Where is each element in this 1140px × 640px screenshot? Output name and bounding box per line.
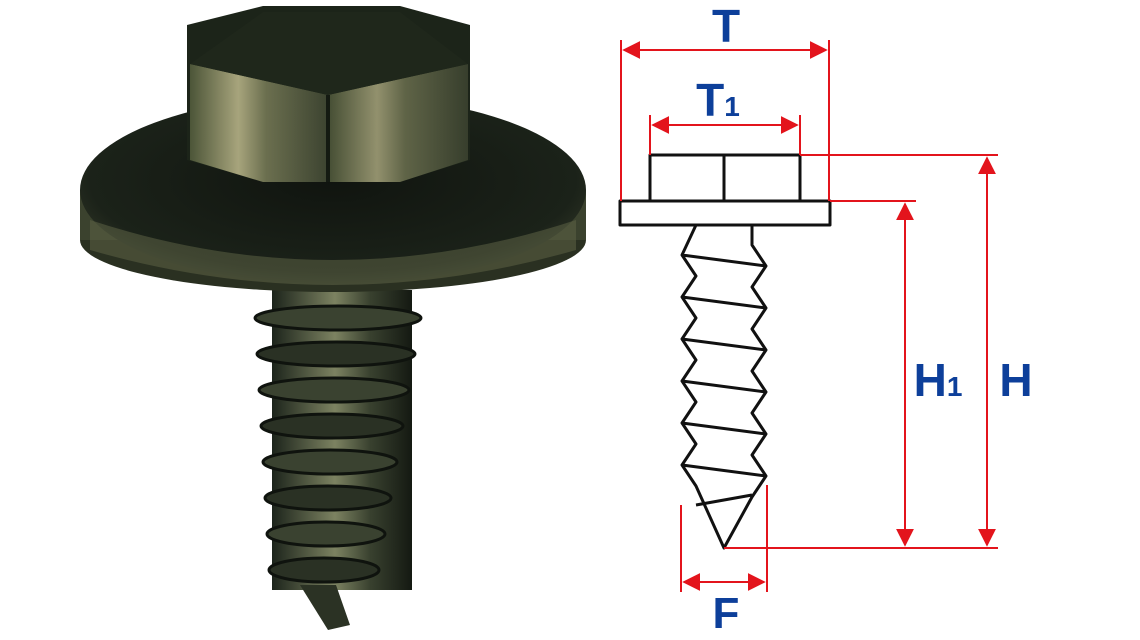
label-t1: T1 — [696, 74, 740, 126]
outline-flange — [618, 199, 832, 227]
photo-thread-ring — [253, 304, 423, 332]
outline-threaded-shank — [680, 223, 768, 550]
screw-photo — [80, 6, 586, 630]
photo-hex-head — [187, 6, 470, 182]
label-h1: H1 — [914, 354, 963, 406]
photo-thread-ring — [263, 484, 393, 512]
label-t: T — [712, 0, 740, 52]
photo-thread-ring — [257, 376, 411, 404]
screw-outline-drawing — [618, 153, 832, 550]
photo-thread-ring — [265, 520, 387, 548]
photo-threads — [253, 304, 423, 584]
dimension-lines — [620, 40, 998, 592]
photo-shank — [253, 290, 423, 630]
photo-thread-ring — [267, 556, 381, 584]
label-h: H — [999, 354, 1032, 406]
photo-thread-ring — [255, 340, 417, 368]
label-f: F — [713, 589, 740, 638]
photo-thread-ring — [261, 448, 399, 476]
photo-thread-ring — [259, 412, 405, 440]
